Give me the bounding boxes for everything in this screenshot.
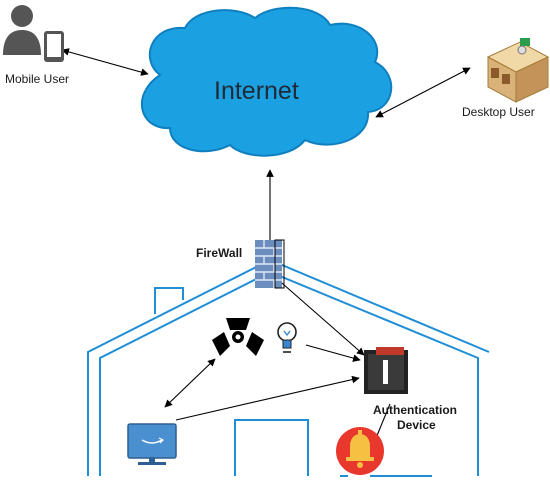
person-with-phone-icon [3,5,64,62]
desktop-computer-icon [486,38,550,103]
desktop-user-label: Desktop User [462,105,535,119]
internet-label: Internet [214,77,299,105]
alarm-bell-icon [336,427,384,475]
authentication-device-icon [364,347,408,394]
auth-device-label-line2: Device [397,418,436,432]
mobile-user-label: Mobile User [5,72,70,86]
brick-firewall-icon [255,239,285,289]
smart-fan-icon [212,318,264,356]
connectors [61,48,471,439]
firewall-label: FireWall [196,246,243,260]
smart-bulb-icon [277,322,297,353]
auth-device-label-line1: Authentication [373,403,457,417]
smart-tv-icon [127,423,177,465]
